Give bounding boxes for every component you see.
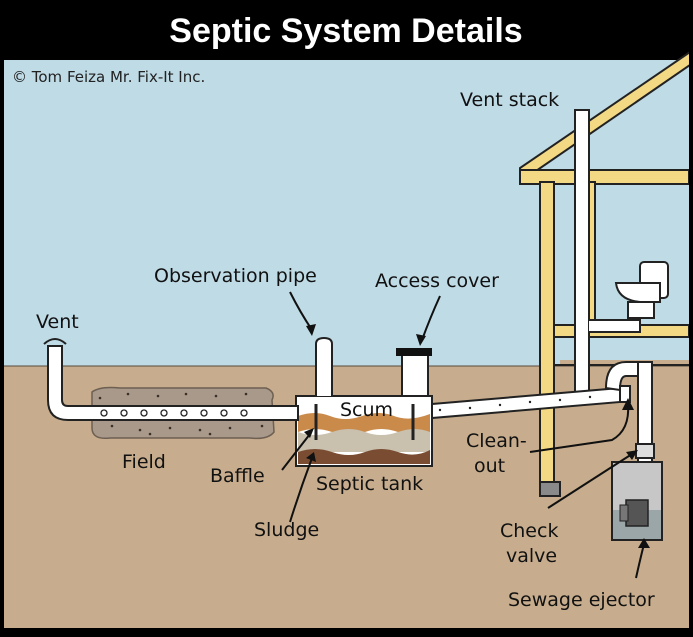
observation-pipe bbox=[315, 336, 333, 396]
arrow-sewage-ejector bbox=[638, 538, 650, 548]
label-check-valve-line1: Check bbox=[500, 520, 558, 542]
sewage-ejector bbox=[611, 461, 663, 541]
scum-layer bbox=[298, 413, 430, 435]
label-clean-out-line2: out bbox=[474, 455, 505, 477]
label-clean-out-line1: Clean- bbox=[466, 430, 527, 452]
diagram-title: Septic System Details bbox=[169, 12, 522, 50]
label-vent: Vent bbox=[36, 311, 79, 333]
label-sludge: Sludge bbox=[254, 519, 319, 541]
arrow-observation-pipe bbox=[306, 324, 316, 336]
clean-out-cap bbox=[619, 385, 631, 403]
arrow-check-valve bbox=[626, 450, 638, 460]
label-scum: Scum bbox=[340, 399, 393, 421]
label-observation-pipe: Observation pipe bbox=[154, 265, 317, 287]
label-vent-stack: Vent stack bbox=[460, 89, 559, 111]
label-field: Field bbox=[122, 451, 166, 473]
ejector-riser bbox=[635, 361, 655, 473]
title-bar bbox=[0, 0, 693, 60]
distribution-pipe bbox=[43, 338, 299, 421]
toilet-icon bbox=[614, 261, 669, 319]
liquid-layer bbox=[298, 429, 430, 452]
arrow-access-cover bbox=[416, 334, 426, 346]
sludge-layer bbox=[298, 449, 430, 464]
arrow-sludge bbox=[306, 452, 316, 462]
arrow-clean-out bbox=[622, 398, 634, 410]
label-sewage-ejector: Sewage ejector bbox=[508, 589, 655, 611]
label-access-cover: Access cover bbox=[375, 270, 499, 292]
label-septic-tank: Septic tank bbox=[316, 473, 423, 495]
copyright-text: © Tom Feiza Mr. Fix-It Inc. bbox=[12, 68, 205, 86]
label-baffle: Baffle bbox=[210, 465, 265, 487]
arrow-baffle bbox=[304, 428, 314, 438]
access-riser bbox=[396, 348, 432, 397]
label-check-valve-line2: valve bbox=[506, 545, 557, 567]
septic-tank bbox=[295, 395, 433, 467]
